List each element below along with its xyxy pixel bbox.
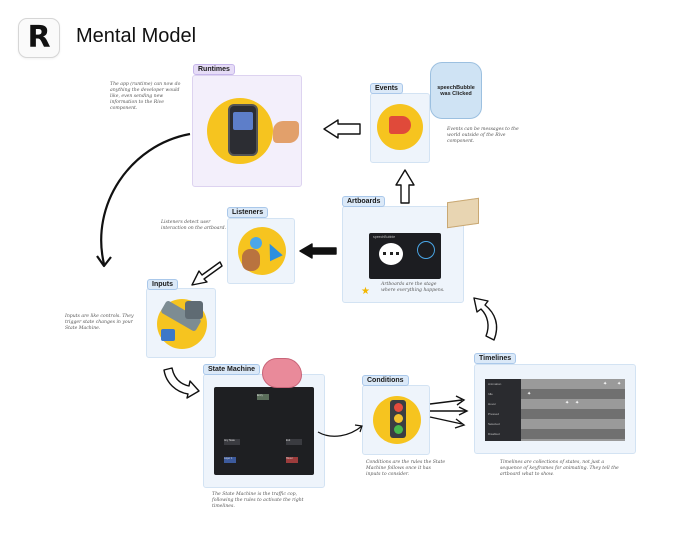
listeners-label: Listeners [227, 207, 269, 218]
state-node-layer: Layer 1 [224, 457, 236, 463]
state-node-any: Any State [224, 439, 240, 445]
artboards-to-events-arrow [395, 169, 415, 204]
timeline-track [521, 409, 625, 419]
state-node-entry: Entry [257, 394, 269, 400]
keypad-icon [185, 301, 203, 319]
state-node-hover: Hover [286, 457, 298, 463]
timeline-track [521, 389, 625, 399]
speech-bubble: speechBubble was Clicked [430, 62, 482, 119]
timeline-row: Pressed [488, 412, 500, 416]
listeners-to-inputs-arrow [191, 261, 223, 286]
timeline-row: Idle [488, 392, 493, 396]
timeline-row: Selected [488, 422, 500, 426]
timeline-row: Animation [488, 382, 502, 386]
runtimes-note: The app (runtime) can now do anything th… [110, 82, 181, 111]
state-node-exit: Exit [286, 439, 302, 445]
click-indicator-icon [250, 237, 262, 249]
runtimes-to-inputs-arrow [100, 132, 191, 265]
events-card [370, 93, 430, 163]
logo-letter: R [27, 20, 51, 55]
timeline-track [521, 429, 625, 439]
hand-icon [242, 249, 260, 271]
conditions-to-timelines-arrows [429, 395, 469, 429]
speech-bubble-text: speechBubble was Clicked [437, 84, 475, 97]
timelines-card: Animation Idle Hover Pressed Selected Di… [474, 364, 636, 454]
toggle-icon [161, 329, 175, 341]
megaphone-icon [389, 116, 411, 134]
chat-bubble-icon [379, 243, 403, 265]
state-machine-to-conditions-arrowhead [354, 424, 363, 433]
phone-icon [228, 104, 258, 156]
artboards-note: Artboards are the stage where everything… [381, 282, 445, 293]
keyframe-icon: ✦ [603, 381, 608, 387]
runtimes-label: Runtimes [193, 64, 235, 75]
brain-icon [262, 358, 302, 388]
timeline-row-list: Animation Idle Hover Pressed Selected Di… [485, 379, 521, 441]
state-machine-note: The State Machine is the traffic cop, fo… [212, 492, 304, 509]
events-label: Events [370, 83, 403, 94]
state-machine-label: State Machine [203, 364, 261, 375]
runtimes-to-inputs-arrowhead [96, 255, 112, 268]
artboard-preview-label: speechBubble [373, 235, 396, 239]
artboard-preview: speechBubble [369, 233, 441, 279]
timelines-to-artboards-arrow [473, 297, 498, 341]
conditions-card [362, 385, 430, 455]
inputs-card [146, 288, 216, 358]
indicator-ring-icon [417, 241, 435, 259]
state-machine-graph: Entry Any State Exit Layer 1 Hover [214, 387, 314, 475]
inputs-to-state-machine-arrow [163, 367, 200, 399]
conditions-note: Conditions are the rules the State Machi… [366, 460, 446, 477]
app-logo: R [18, 18, 60, 58]
inputs-label: Inputs [147, 279, 178, 290]
events-to-runtimes-arrow [323, 119, 361, 139]
timelines-note: Timelines are collections of states, not… [500, 460, 619, 477]
keyframe-icon: ✦ [527, 391, 532, 397]
state-machine-to-conditions-arrow [317, 425, 363, 437]
keyframe-icon: ✦ [617, 381, 622, 387]
keyframe-icon: ✦ [575, 400, 580, 406]
timeline-editor: Animation Idle Hover Pressed Selected Di… [485, 379, 625, 441]
page-title: Mental Model [76, 25, 197, 47]
artboards-card: speechBubble ★ [342, 206, 464, 303]
artboards-label: Artboards [342, 196, 386, 207]
listeners-note: Listeners detect user interaction on the… [161, 220, 226, 231]
inputs-note: Inputs are like controls. They trigger s… [65, 314, 134, 331]
keyframe-icon: ✦ [565, 400, 570, 406]
listeners-card [227, 218, 295, 284]
handshake-icon [273, 121, 299, 143]
runtimes-card [192, 75, 302, 187]
timelines-label: Timelines [474, 353, 517, 364]
star-icon: ★ [361, 286, 370, 297]
traffic-light-icon [390, 400, 406, 438]
events-note: Events can be messages to the world outs… [447, 127, 519, 144]
timeline-row: Disabled [488, 432, 500, 436]
conditions-label: Conditions [362, 375, 409, 386]
timeline-row: Hover [488, 402, 497, 406]
artboards-to-listeners-arrow [299, 243, 337, 259]
